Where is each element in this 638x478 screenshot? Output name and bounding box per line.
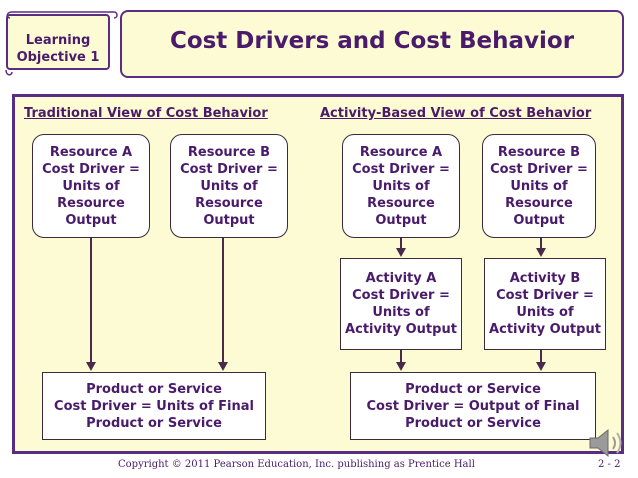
traditional-product-box: Product or Service Cost Driver = Units o… <box>42 372 266 440</box>
box-line: Cost Driver = <box>180 161 278 177</box>
box-line: Product or Service <box>405 381 541 397</box>
box-line: Resource <box>505 195 573 211</box>
box-line: Cost Driver = <box>42 161 140 177</box>
title-box <box>120 10 624 78</box>
box-line: Resource <box>367 195 435 211</box>
box-line: Product or Service <box>405 415 541 431</box>
arrow-line <box>222 238 224 362</box>
box-line: Resource B <box>187 144 271 160</box>
page-title: Cost Drivers and Cost Behavior <box>169 28 575 54</box>
box-line: Units of <box>200 178 258 194</box>
box-line: Product or Service <box>86 381 222 397</box>
box-line: Resource <box>57 195 125 211</box>
box-line: Units of <box>516 305 574 320</box>
learning-objective-label: Learning Objective 1 <box>8 32 108 66</box>
arrow-head <box>218 362 228 371</box>
abc-activity-b-box: Activity B Cost Driver = Units of Activi… <box>484 258 606 350</box>
box-line: Resource B <box>497 144 581 160</box>
box-line: Activity A <box>365 271 437 286</box>
traditional-resource-b-box: Resource B Cost Driver = Units of Resour… <box>170 134 288 238</box>
abc-product-box: Product or Service Cost Driver = Output … <box>350 372 596 440</box>
arrow-head <box>536 248 546 257</box>
arrow-line <box>90 238 92 362</box>
box-line: Activity Output <box>489 322 601 337</box>
box-line: Resource <box>195 195 263 211</box>
arrow-head <box>396 248 406 257</box>
activity-based-heading: Activity-Based View of Cost Behavior <box>320 106 592 121</box>
traditional-heading: Traditional View of Cost Behavior <box>24 106 268 121</box>
box-line: Output <box>375 212 427 228</box>
box-line: Units of <box>372 305 430 320</box>
arrow-head <box>86 362 96 371</box>
box-line: Activity B <box>509 271 581 286</box>
box-line: Cost Driver = Units of Final <box>54 398 254 414</box>
arrow-head <box>396 362 406 371</box>
box-line: Units of <box>62 178 120 194</box>
arrow-line <box>400 350 402 362</box>
box-line: Cost Driver = <box>352 161 450 177</box>
learning-objective-line1: Learning <box>25 33 91 48</box>
copyright-footer: Copyright © 2011 Pearson Education, Inc.… <box>118 459 475 470</box>
learning-objective-scroll <box>6 14 110 70</box>
box-line: Cost Driver = <box>496 288 594 303</box>
abc-resource-b-box: Resource B Cost Driver = Units of Resour… <box>482 134 596 238</box>
scroll-icon <box>5 11 118 76</box>
abc-activity-a-box: Activity A Cost Driver = Units of Activi… <box>340 258 462 350</box>
abc-resource-a-box: Resource A Cost Driver = Units of Resour… <box>342 134 460 238</box>
box-line: Units of <box>510 178 568 194</box>
arrow-line <box>400 238 402 250</box>
speaker-icon[interactable] <box>586 426 628 460</box>
traditional-resource-a-box: Resource A Cost Driver = Units of Resour… <box>32 134 150 238</box>
page-number: 2 - 2 <box>598 459 621 470</box>
arrow-line <box>540 350 542 362</box>
box-line: Resource A <box>49 144 133 160</box>
box-line: Output <box>65 212 117 228</box>
learning-objective-line2: Objective 1 <box>16 50 100 65</box>
arrow-head <box>536 362 546 371</box>
box-line: Output <box>513 212 565 228</box>
box-line: Activity Output <box>345 322 457 337</box>
arrow-line <box>540 238 542 250</box>
box-line: Cost Driver = Output of Final <box>366 398 580 414</box>
box-line: Units of <box>372 178 430 194</box>
box-line: Resource A <box>359 144 443 160</box>
box-line: Output <box>203 212 255 228</box>
box-line: Cost Driver = <box>490 161 588 177</box>
box-line: Product or Service <box>86 415 222 431</box>
box-line: Cost Driver = <box>352 288 450 303</box>
